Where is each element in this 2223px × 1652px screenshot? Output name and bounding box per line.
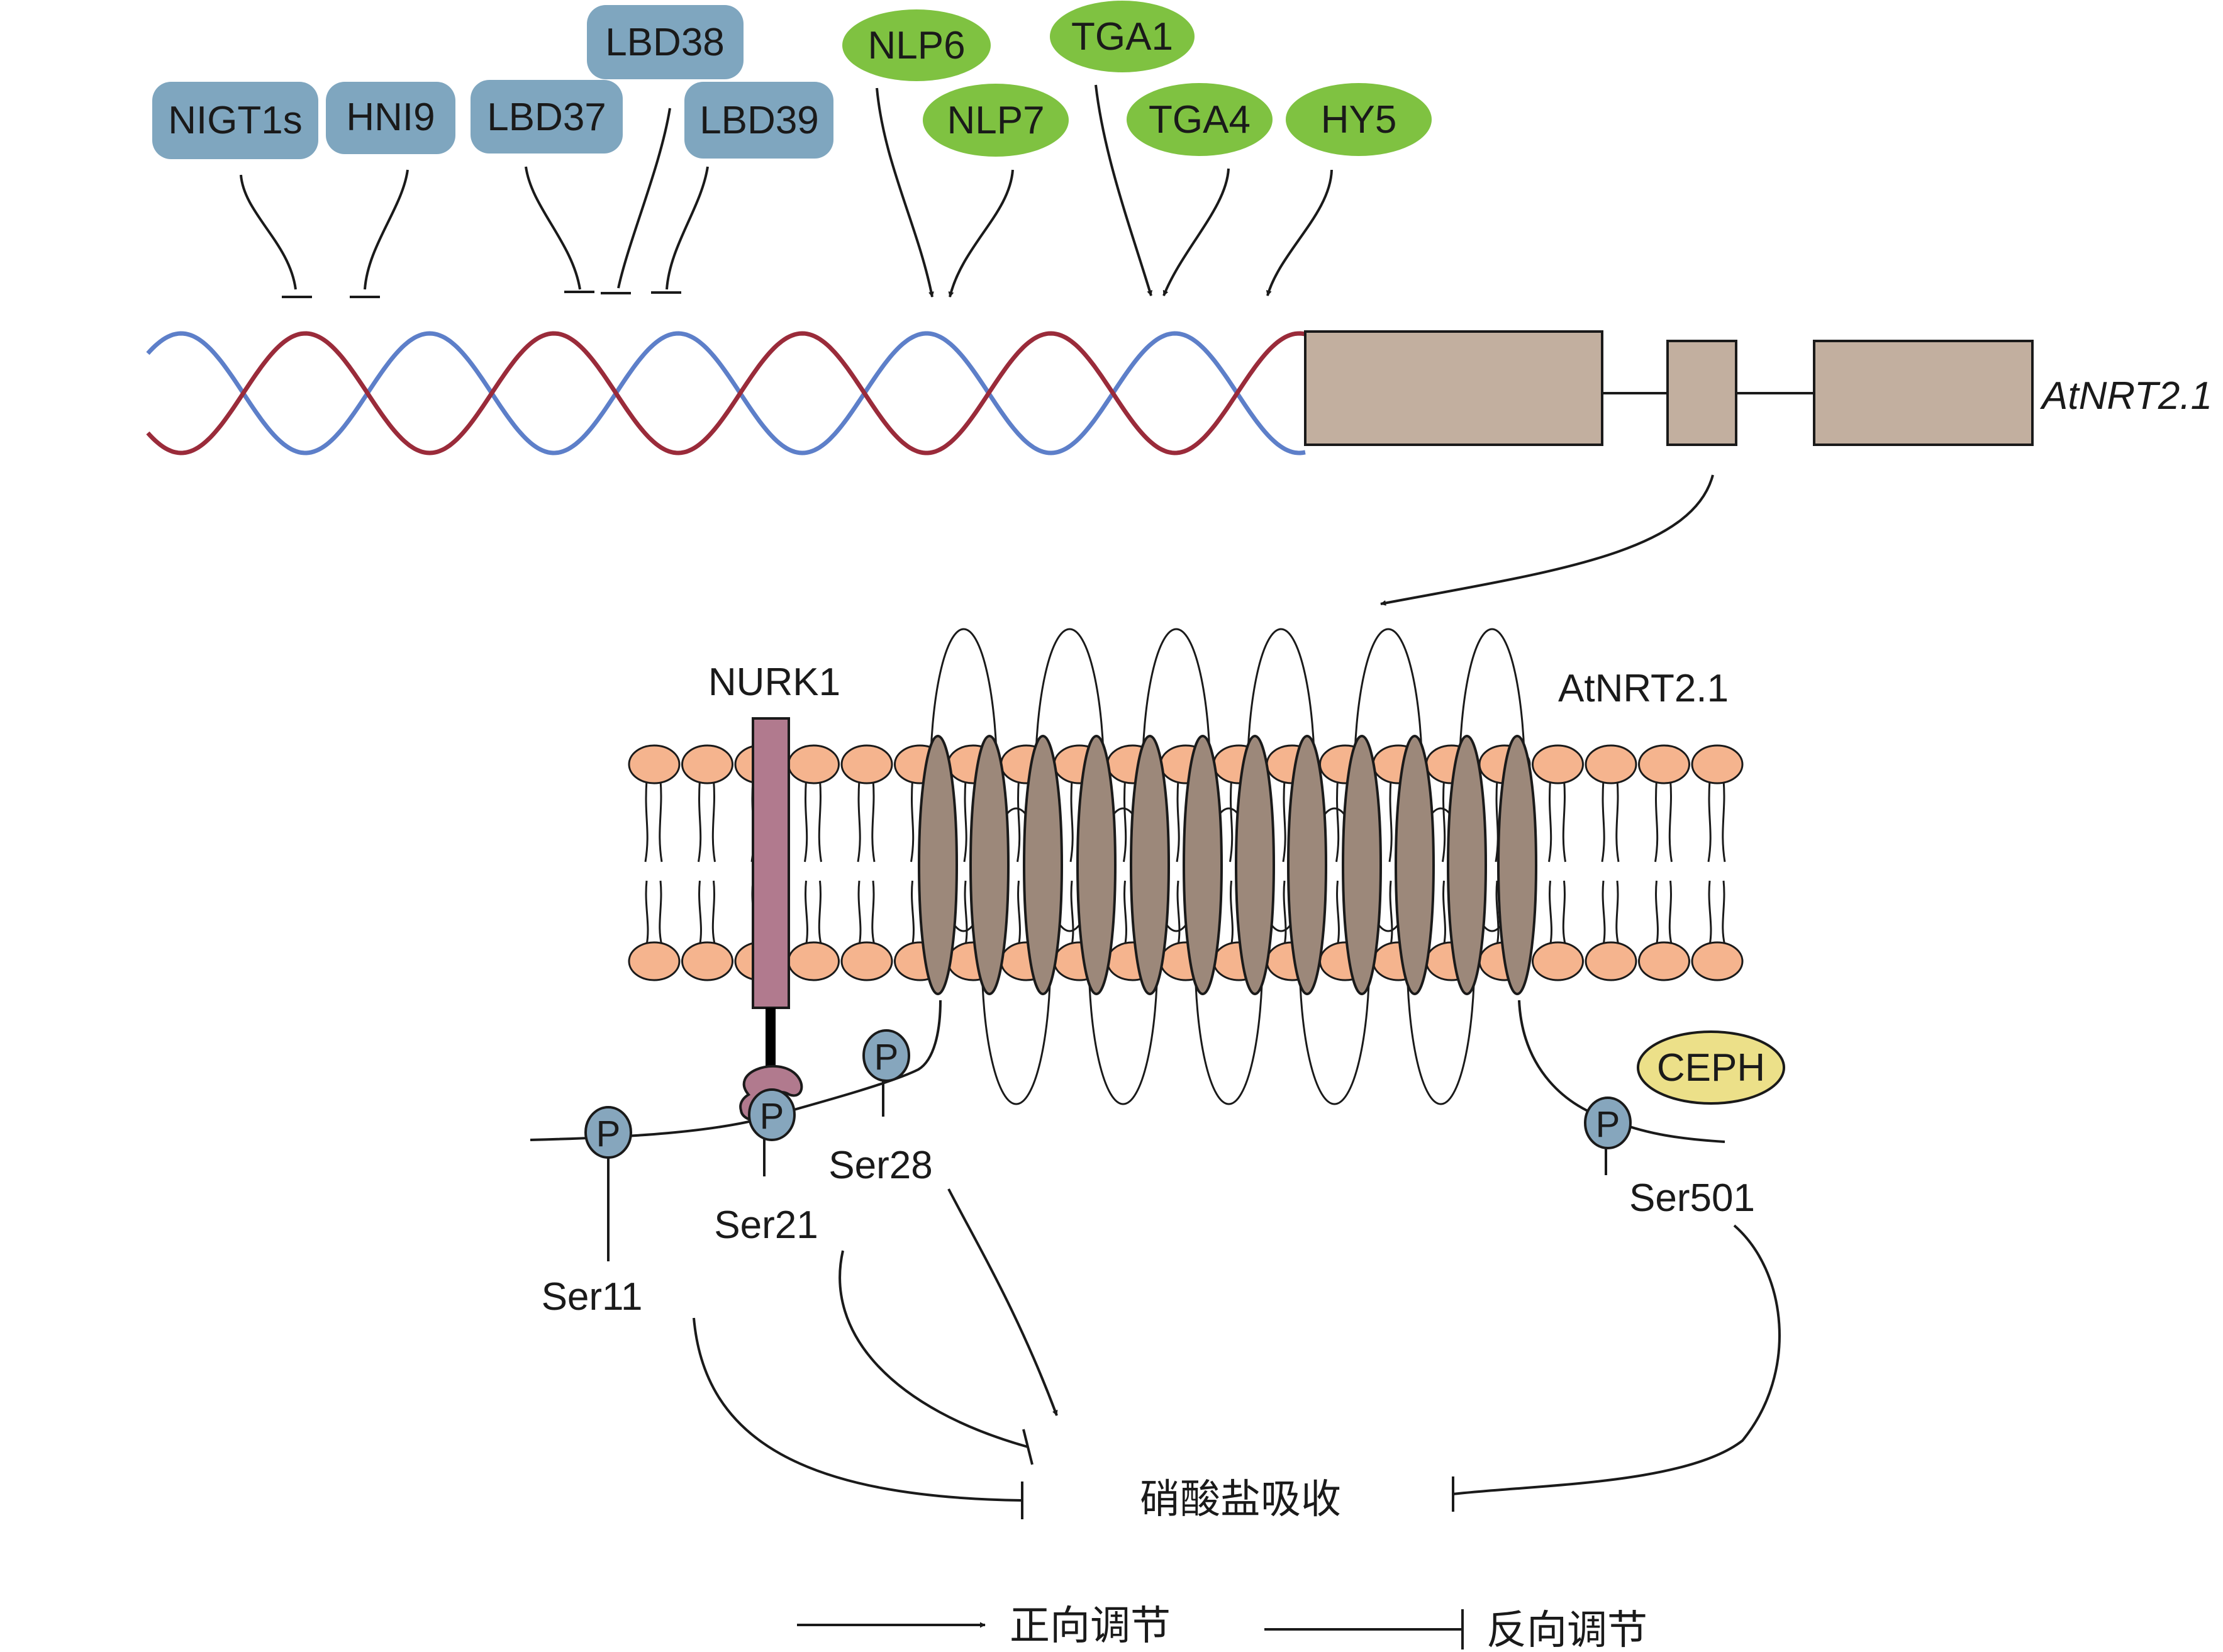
exon-box (1813, 340, 2034, 446)
legend-positive-label: 正向调节 (1010, 1603, 1171, 1649)
svg-text:LBD37: LBD37 (487, 96, 606, 139)
site-label-ser11: Ser11 (542, 1275, 643, 1319)
transmembrane-helix (1447, 735, 1487, 995)
nurk1-label: NURK1 (708, 661, 840, 704)
lipid-head (840, 941, 893, 981)
transmembrane-helices (918, 735, 1537, 995)
repressor-group: NIGT1s HNI9 LBD37 LBD38 LBD39 (152, 5, 833, 159)
tf-lbd38: LBD38 (587, 5, 744, 79)
transmembrane-helix (1395, 735, 1435, 995)
tf-lbd39: LBD39 (684, 82, 833, 159)
transmembrane-helix (969, 735, 1010, 995)
svg-text:P: P (760, 1096, 784, 1137)
svg-text:TGA4: TGA4 (1149, 98, 1251, 142)
tf-nigt1s: NIGT1s (152, 82, 318, 159)
svg-text:HNI9: HNI9 (346, 96, 435, 139)
transmembrane-helix (1130, 735, 1170, 995)
tf-tga1: TGA1 (1050, 1, 1195, 72)
transmembrane-helix (1183, 735, 1223, 995)
translation-arrow (1380, 474, 1714, 606)
svg-text:TGA1: TGA1 (1071, 15, 1173, 59)
transmembrane-helix (1497, 735, 1537, 995)
svg-text:CEPH: CEPH (1657, 1046, 1765, 1090)
lipid-head (840, 744, 893, 784)
transmembrane-helix (1076, 735, 1117, 995)
tf-lbd37: LBD37 (471, 80, 623, 153)
nitrate-uptake-label: 硝酸盐吸收 (1140, 1476, 1341, 1523)
activation-arrows (876, 84, 1333, 298)
lipid-head (1585, 744, 1637, 784)
svg-text:LBD38: LBD38 (605, 21, 725, 64)
lipid-tails (1654, 779, 1673, 946)
transmembrane-helix (1235, 735, 1275, 995)
phospho-ser11: P (584, 1106, 632, 1159)
lipid-head (628, 941, 681, 981)
site-label-ser21: Ser21 (714, 1203, 818, 1247)
protein-label: AtNRT2.1 (1558, 667, 1729, 710)
svg-text:P: P (874, 1037, 899, 1078)
legend-negative-label: 反向调节 (1486, 1607, 1647, 1652)
nurk1-transmembrane-bar (752, 717, 790, 1009)
svg-text:HY5: HY5 (1321, 98, 1397, 142)
lipid-head (788, 744, 840, 784)
lipid-tails (804, 779, 822, 946)
lipid-head (681, 744, 733, 784)
svg-text:NLP7: NLP7 (947, 99, 1044, 142)
lipid-head (1532, 941, 1584, 981)
regulation-lines (693, 1188, 1781, 1519)
svg-text:NLP6: NLP6 (867, 24, 965, 67)
transmembrane-helix (918, 735, 958, 995)
lipid-head (1638, 744, 1690, 784)
lipid-tails (1707, 779, 1726, 946)
phospho-ser28: P (862, 1029, 910, 1082)
n-terminal-tail (530, 1000, 942, 1141)
lipid-tails (698, 779, 716, 946)
exon-box (1666, 340, 1737, 446)
transmembrane-helix (1023, 735, 1063, 995)
legend: 正向调节 反向调节 (797, 1603, 1647, 1652)
tf-nlp6: NLP6 (842, 9, 991, 81)
transmembrane-helix (1342, 735, 1382, 995)
svg-text:P: P (596, 1113, 621, 1154)
lipid-head (1638, 941, 1690, 981)
lipid-tails (1601, 779, 1620, 946)
activator-group: NLP6 NLP7 TGA1 TGA4 HY5 (842, 1, 1432, 157)
dna-strand-red (146, 331, 1306, 455)
lipid-head (681, 941, 733, 981)
dna-helix (146, 331, 1306, 455)
lipid-tails (1548, 779, 1566, 946)
site-label-ser501: Ser501 (1629, 1176, 1755, 1220)
lipid-head (1532, 744, 1584, 784)
lipid-head (1585, 941, 1637, 981)
lipid-tails (644, 779, 663, 946)
lipid-head (1691, 941, 1744, 981)
phospho-ser501: P (1584, 1097, 1632, 1149)
repression-lines (240, 108, 709, 298)
phospho-ser21: P (748, 1088, 796, 1141)
tf-hni9: HNI9 (326, 82, 455, 154)
tf-tga4: TGA4 (1127, 83, 1273, 156)
transmembrane-helix (1287, 735, 1327, 995)
gene-model: AtNRT2.1 (1304, 330, 2212, 446)
lipid-head (1691, 744, 1744, 784)
svg-text:LBD39: LBD39 (699, 99, 819, 142)
site-label-ser28: Ser28 (828, 1144, 932, 1187)
lipid-tails (857, 779, 876, 946)
ceph-peptide: CEPH (1637, 1030, 1785, 1105)
gene-label: AtNRT2.1 (2039, 374, 2212, 418)
phospho-sites: P P P P Ser11 Ser21 Ser28 Ser501 (542, 1029, 1755, 1319)
svg-text:NIGT1s: NIGT1s (168, 99, 303, 142)
svg-text:P: P (1596, 1104, 1620, 1145)
exon-box (1304, 330, 1603, 446)
lipid-head (788, 941, 840, 981)
dna-strand-blue (146, 331, 1306, 455)
tf-nlp7: NLP7 (923, 84, 1069, 157)
tf-hy5: HY5 (1286, 83, 1432, 156)
lipid-head (628, 744, 681, 784)
